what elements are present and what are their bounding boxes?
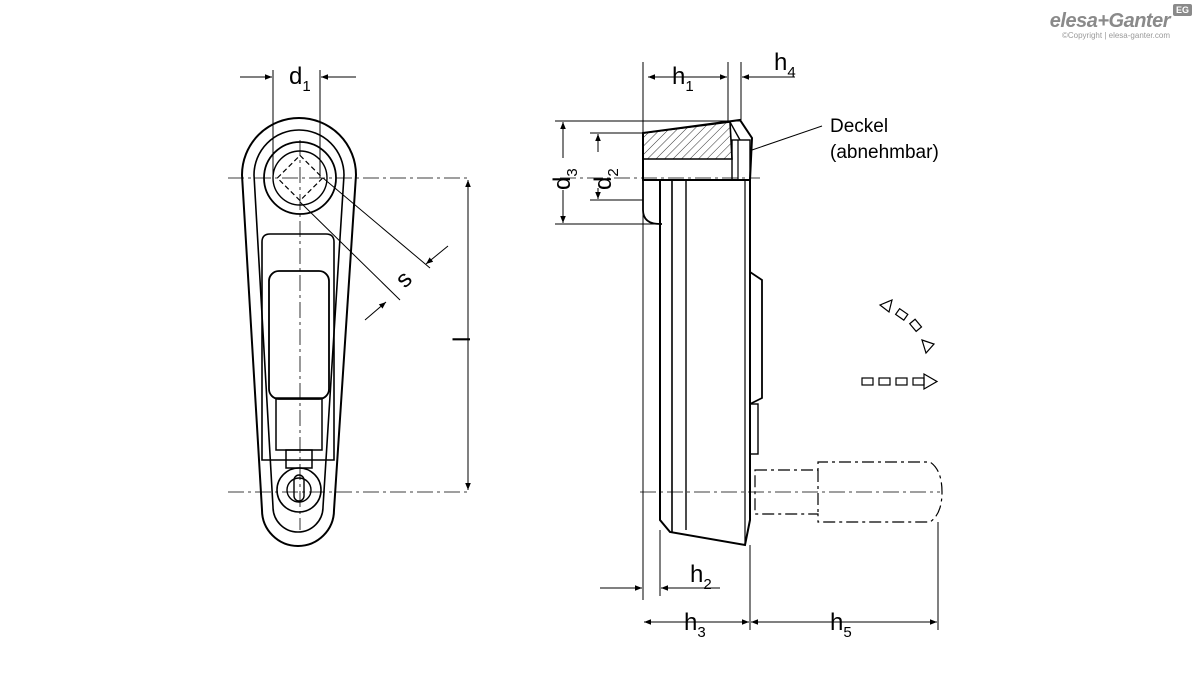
front-view [240,117,358,547]
side-grip [749,271,763,405]
label-h5: h5 [830,609,852,641]
pivot-circle [276,467,322,513]
lever-body-side [659,180,751,547]
handle-outer-outline [240,117,358,547]
brand-name: elesa+Ganter [1049,10,1171,32]
label-h3: h3 [684,609,706,641]
slot-window [261,233,335,461]
side-dimension-lines [555,62,939,630]
dim-s [299,177,449,321]
brand-copyright: ©Copyright | elesa-ganter.com [1061,31,1170,40]
annotation-abnehmbar: (abnehmbar) [830,142,939,163]
side-view [642,118,763,600]
brand-badge: EG [1172,4,1192,16]
label-l: l [449,337,476,342]
annotation-deckel: Deckel [830,116,888,137]
dim-d1 [240,70,356,178]
side-centerlines [560,177,940,493]
label-d3: d3 [549,168,581,190]
handle-inner-outline [253,129,345,533]
label-d2: d2 [590,168,622,190]
label-h2: h2 [690,561,712,593]
folding-knob-phantom [754,461,943,523]
grip-knob [268,270,330,400]
rotation-indicator-icon [878,298,936,355]
label-s: s [390,266,418,294]
brand-logo: elesa+Ganter EG ©Copyright | elesa-gante… [1049,4,1192,40]
label-d1: d1 [289,63,311,95]
front-centerlines [228,140,470,530]
label-h1: h1 [672,63,694,95]
label-h4: h4 [774,49,796,81]
translation-indicator-icon [861,372,939,391]
